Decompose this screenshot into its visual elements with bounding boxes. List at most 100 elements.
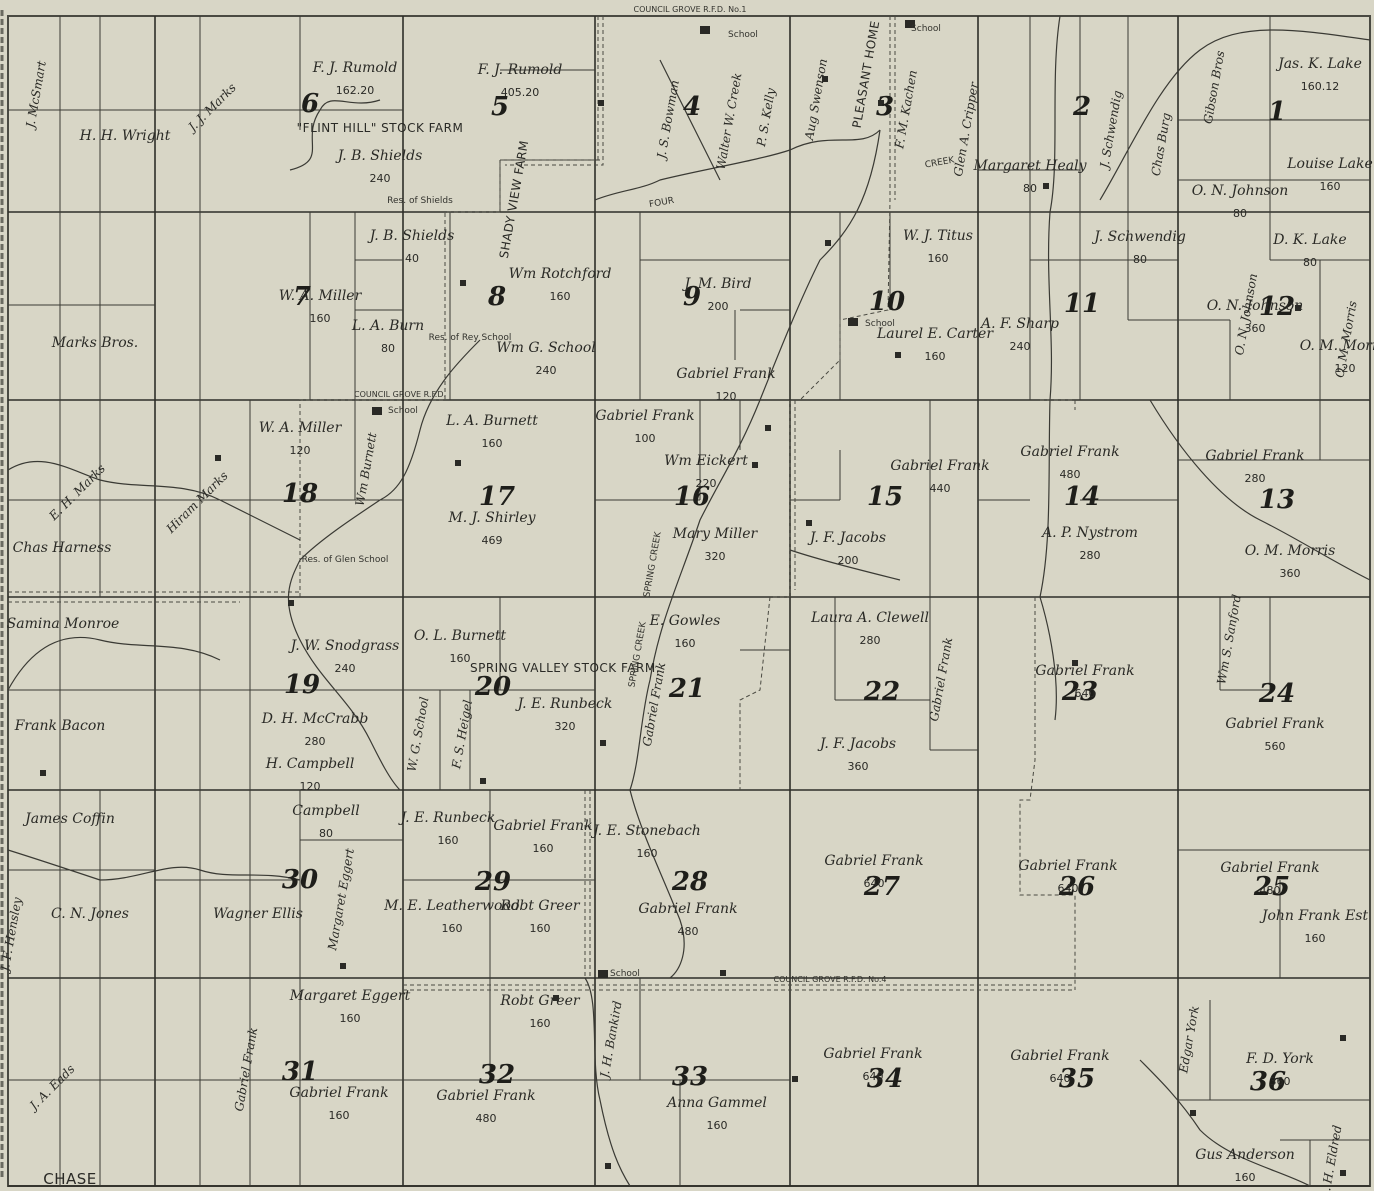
owner-name: F. D. York [1245,1051,1314,1067]
owner-acreage: 80 [319,827,333,840]
owner-acreage: 80 [1303,256,1317,269]
owner-name: Wm Rotchford [509,266,612,282]
section-number-33: 33 [672,1062,708,1092]
owner-acreage: 640 [1058,882,1079,895]
owner-name: O. L. Burnett [414,628,507,644]
owner-name: O. M. Morris [1245,543,1336,559]
owner-name: J. M. Bird [681,276,751,292]
owner-name: Gabriel Frank [1035,663,1134,679]
owner-name: O. M. Morris [1300,338,1374,354]
owner-acreage: 360 [1245,322,1266,335]
owner-acreage: 160 [442,922,463,935]
owner-acreage: 160 [637,847,658,860]
section-number-16: 16 [674,482,710,512]
owner-acreage: 160 [1320,180,1341,193]
owner-acreage: 40 [405,252,419,265]
owner-acreage: 280 [860,634,881,647]
owner-name: Robt Greer [499,993,580,1009]
owner-name: Margaret Eggert [289,988,411,1004]
owner-name: J. W. Snodgrass [288,638,400,654]
owner-acreage: 640 [863,1070,884,1083]
owner-name: A. P. Nystrom [1040,525,1138,541]
owner-acreage: 160 [550,290,571,303]
owner-acreage: 160 [1235,1171,1256,1184]
owner-name: L. A. Burn [351,318,424,334]
owner-acreage: 480 [1260,884,1281,897]
county-label: CHASE [43,1170,97,1188]
owner-name: Gabriel Frank [436,1088,535,1104]
owner-acreage: 100 [635,432,656,445]
owner-name: Anna Gammel [665,1095,767,1111]
section-number-3: 3 [876,92,894,122]
section-number-8: 8 [487,282,506,312]
owner-name: O. N. Johnson [1192,183,1289,199]
owner-name: Gabriel Frank [824,853,923,869]
owner-name: James Coffin [22,811,115,827]
owner-acreage: 240 [370,172,391,185]
owner-name: Wm G. School [496,340,595,356]
owner-acreage: 120 [290,444,311,457]
owner-name: Robt Greer [499,898,580,914]
owner-acreage: 480 [1060,468,1081,481]
owner-name: J. E. Stonebach [590,823,701,839]
owner-name: E. Gowles [649,613,721,629]
owner-acreage: 160 [450,652,471,665]
owner-name: Margaret Healy [973,158,1088,174]
owner-name: Gabriel Frank [676,366,775,382]
owner-acreage: 160 [329,1109,350,1122]
owner-acreage: 160 [928,252,949,265]
owner-acreage: 160 [482,437,503,450]
owner-name: J. F. Jacobs [807,530,886,546]
school-label: School [388,406,418,416]
section-number-14: 14 [1064,482,1100,512]
section-number-2: 2 [1072,92,1091,122]
school-markers [372,20,915,978]
owner-acreage: 280 [1245,472,1266,485]
owner-acreage: 280 [305,735,326,748]
school-label: Res. of Glen School [302,555,389,565]
owner-name: J. E. Runbeck [515,696,613,712]
owner-name: F. J. Rumold [477,62,563,78]
owner-acreage: 240 [335,662,356,675]
owner-name: Marks Bros. [51,335,139,351]
section-number-32: 32 [479,1060,515,1090]
owner-name: M. E. Leatherwood [383,898,520,914]
owner-acreage: 240 [1010,340,1031,353]
section-number-13: 13 [1259,485,1295,515]
residence-markers [40,76,1346,1176]
section-number-9: 9 [683,282,701,312]
owner-acreage: 160 [533,842,554,855]
owner-name: Mary Miller [672,526,759,542]
owner-acreage: 80 [1133,253,1147,266]
section-number-34: 34 [867,1064,903,1094]
farm-name: "FLINT HILL" STOCK FARM [297,121,464,135]
owner-acreage: 160.12 [1301,80,1340,93]
owner-acreage: 162.20 [336,84,375,97]
road-label: COUNCIL GROVE R.F.D. No.4 [774,975,887,984]
creek-label: FOUR [648,196,674,210]
owner-name: Gabriel Frank [595,408,694,424]
section-number-36: 36 [1250,1067,1286,1097]
owner-name: D. H. McCrabb [261,711,369,727]
owner-name: Laurel E. Carter [876,326,994,342]
owner-name: Wagner Ellis [213,906,303,922]
section-number-4: 4 [683,92,701,122]
owner-acreage: 80 [1233,207,1247,220]
owner-name: John Frank Est [1259,908,1369,924]
section-number-20: 20 [474,672,511,702]
section-number-22: 22 [863,677,900,707]
owner-name: Gabriel Frank [289,1085,388,1101]
section-number-12: 12 [1259,292,1295,322]
section-number-1: 1 [1268,97,1286,127]
owner-acreage: 360 [1270,1075,1291,1088]
owner-acreage: 160 [530,922,551,935]
owner-name: Chas Harness [13,540,112,556]
section-number-18: 18 [282,479,318,509]
section-number-27: 27 [863,872,900,902]
section-number-6: 6 [301,89,319,119]
school-label: School [728,30,758,40]
section-number-11: 11 [1064,289,1100,319]
school-label: School [865,319,895,329]
owner-name: J. Schwendig [1091,229,1186,245]
owner-name: A. F. Sharp [979,316,1059,332]
